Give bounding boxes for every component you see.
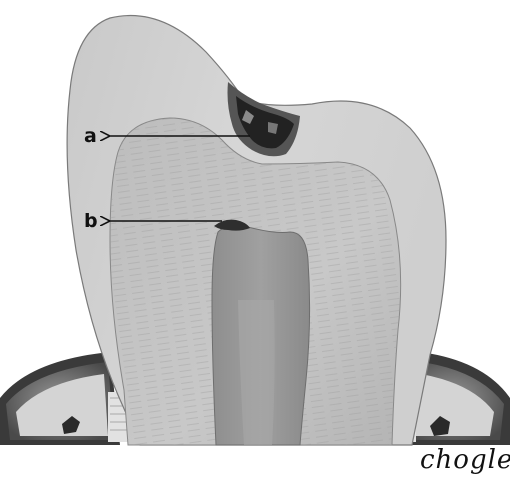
- label-a: a: [84, 125, 97, 147]
- label-b: b: [84, 210, 98, 232]
- credit-text: chogle: [420, 445, 510, 475]
